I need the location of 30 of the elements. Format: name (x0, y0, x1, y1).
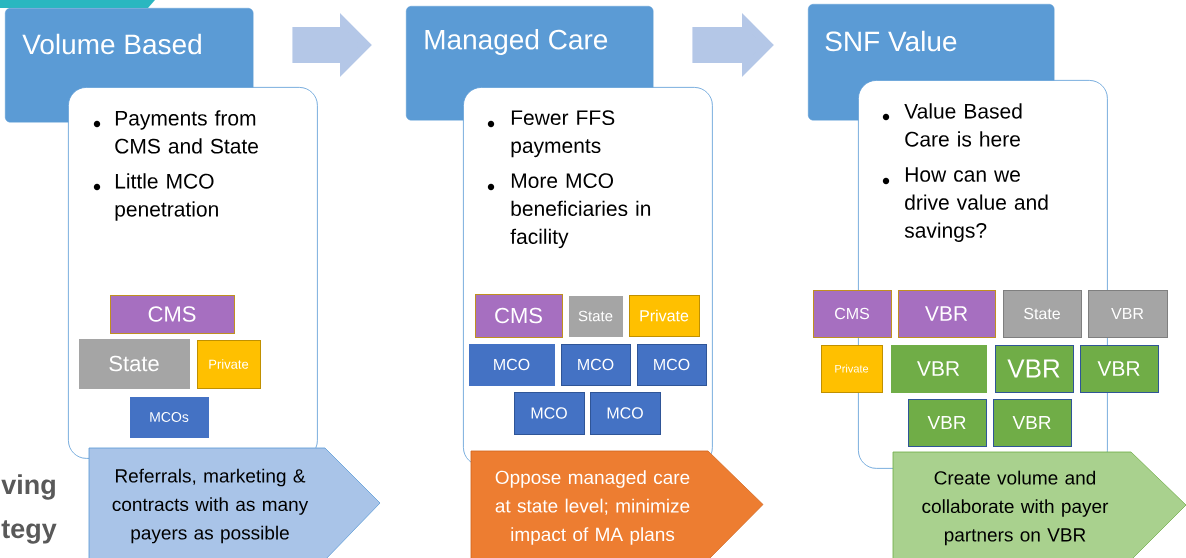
bullet-text: More MCO beneficiaries in facility (510, 173, 651, 249)
payer-box: CMS (110, 295, 235, 334)
payer-box: MCO (469, 344, 555, 386)
side-text: tegy (1, 520, 57, 544)
payer-box: VBR (995, 345, 1074, 393)
payer-box: Private (629, 295, 700, 337)
side-text: ving (1, 474, 55, 500)
payer-box: MCOs (130, 397, 209, 438)
payer-box: MCO (590, 392, 661, 435)
payer-box: State (1003, 290, 1082, 338)
payer-box: State (569, 296, 623, 337)
chevron-box: Oppose managed care at state level; minimize impact of MA plans (470, 450, 764, 558)
payer-box: VBR (908, 399, 987, 447)
payer-box: VBR (1088, 290, 1168, 338)
payer-box: State (79, 339, 190, 389)
payer-box: MCO (637, 344, 707, 386)
payer-box: VBR (891, 345, 987, 393)
chevron-box: Create volume and collaborate with payer partners on VBR (892, 451, 1186, 558)
payer-box: CMS (813, 290, 892, 338)
payer-box: VBR (1080, 345, 1159, 393)
payer-box: MCO (561, 344, 631, 386)
payer-box: CMS (475, 294, 563, 338)
payer-box: MCO (514, 392, 585, 435)
bullet-text: How can we drive value and savings? (904, 167, 1048, 242)
payer-box: Private (821, 345, 883, 393)
payer-box: VBR (898, 290, 996, 338)
payer-box: VBR (993, 399, 1072, 447)
payer-box: Private (197, 340, 261, 389)
chevron-box: Referrals, marketing & contracts with as many payers as possible (88, 447, 381, 558)
bullet-text: Little MCO penetration (115, 173, 218, 221)
